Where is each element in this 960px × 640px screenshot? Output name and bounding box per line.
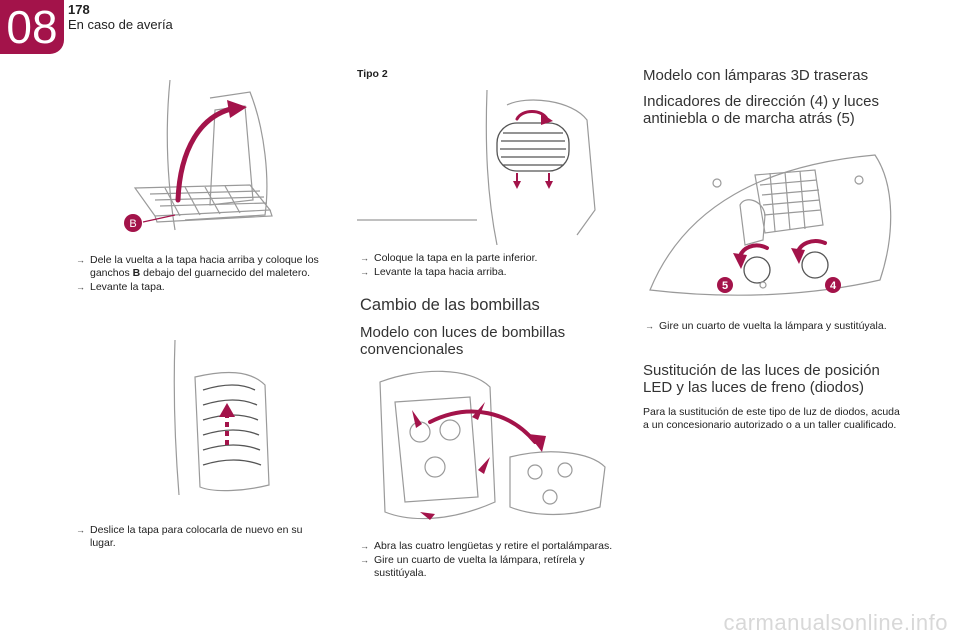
tab-arrow-icon [412, 410, 422, 428]
callout-b-icon [124, 214, 142, 232]
col2-instructions-1: Coloque la tapa en la parte inferior. Le… [360, 252, 610, 280]
rotate-arrow-icon [733, 253, 747, 269]
list-item: Coloque la tapa en la parte inferior. [360, 252, 610, 265]
tipo2-cover-illustration [357, 89, 596, 245]
page-number: 178 [68, 2, 90, 17]
list-item: Levante la tapa. [76, 281, 326, 294]
3d-lamp-illustration: 5 4 [649, 154, 892, 296]
list-item: Deslice la tapa para colocarla de nuevo … [76, 524, 326, 550]
bulb-holder-illustration [379, 370, 606, 520]
col2-instructions-2: Abra las cuatro lengüetas y retire el po… [360, 540, 615, 581]
heading-indicators: Indicadores de dirección (4) y luces ant… [643, 93, 879, 127]
section-title: En caso de avería [68, 17, 173, 32]
led-replacement-note: Para la sustitución de este tipo de luz … [643, 406, 900, 431]
callout-b-label: B [129, 218, 136, 230]
curved-arrow-icon [227, 100, 247, 118]
list-item: Levante la tapa hacia arriba. [360, 266, 610, 279]
chapter-badge: 08 [0, 0, 64, 54]
heading-bulb-change: Cambio de las bombillas [360, 296, 540, 314]
list-item: Gire un cuarto de vuelta la lámpara, ret… [360, 554, 615, 580]
callout-5-label: 5 [722, 280, 728, 292]
col1-instructions-2: Deslice la tapa para colocarla de nuevo … [76, 524, 326, 551]
list-item: Dele la vuelta a la tapa hacia arriba y … [76, 254, 326, 280]
rotate-arrow-icon [541, 113, 553, 125]
heading-led-replacement: Sustitución de las luces de posición LED… [643, 362, 880, 396]
watermark: carmanualsonline.info [723, 610, 948, 635]
curved-arrow-icon [528, 434, 546, 452]
callout-4-label: 4 [830, 280, 837, 292]
col1-instructions-1: Dele la vuelta a la tapa hacia arriba y … [76, 254, 326, 295]
up-arrow-icon [219, 403, 235, 417]
rotate-arrow-icon [791, 248, 805, 264]
tipo-label: Tipo 2 [357, 68, 388, 80]
trunk-cover-flip-illustration: B [124, 79, 273, 232]
slide-cover-illustration [173, 339, 270, 496]
col3-instructions-1: Gire un cuarto de vuelta la lámpara y su… [645, 320, 925, 334]
heading-3d-lamps: Modelo con lámparas 3D traseras [643, 67, 869, 84]
list-item: Gire un cuarto de vuelta la lámpara y su… [645, 320, 925, 333]
list-item: Abra las cuatro lengüetas y retire el po… [360, 540, 615, 553]
subheading-conventional-bulbs: Modelo con luces de bombillas convencion… [360, 324, 566, 358]
